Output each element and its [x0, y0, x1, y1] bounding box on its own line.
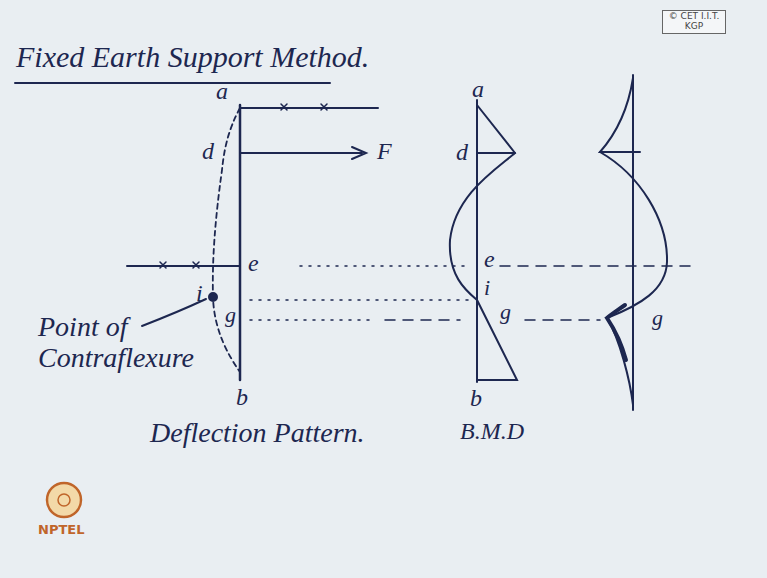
figure-caption: B.M.D: [460, 418, 524, 444]
watermark: © CET I.I.T. KGP: [662, 10, 726, 34]
dredge-line: [127, 265, 240, 267]
point-label: g: [500, 300, 511, 324]
logo-text: NPTEL: [38, 523, 84, 537]
sheet-pile: [239, 105, 242, 380]
ground-line: [240, 107, 378, 109]
point-label: b: [470, 385, 482, 411]
deflected-shape: [213, 108, 240, 372]
point-label: i: [196, 280, 203, 306]
slide-title: Fixed Earth Support Method.: [16, 40, 369, 73]
bmd-axis: [476, 100, 478, 382]
deflection-curve: [600, 152, 667, 405]
title-underline: [15, 82, 330, 84]
nptel-logo: [47, 483, 81, 517]
point-label: g: [225, 303, 236, 327]
point-label: a: [216, 78, 228, 104]
point-label: a: [472, 76, 484, 102]
point-label: b: [236, 384, 248, 410]
point-label: g: [652, 306, 663, 330]
point-label: e: [484, 246, 495, 272]
point-label: d: [202, 138, 214, 164]
contraflexure-point: [209, 293, 217, 301]
point-label: e: [248, 250, 259, 276]
bmd-curve: [450, 105, 517, 380]
callout-note: Point of Contraflexure: [38, 312, 216, 374]
deflection-axis: [632, 75, 634, 410]
point-label: d: [456, 139, 468, 165]
point-label: i: [484, 276, 490, 300]
force-label: F: [377, 138, 392, 164]
figure-caption: Deflection Pattern.: [150, 418, 365, 449]
force-arrow: [240, 152, 362, 154]
